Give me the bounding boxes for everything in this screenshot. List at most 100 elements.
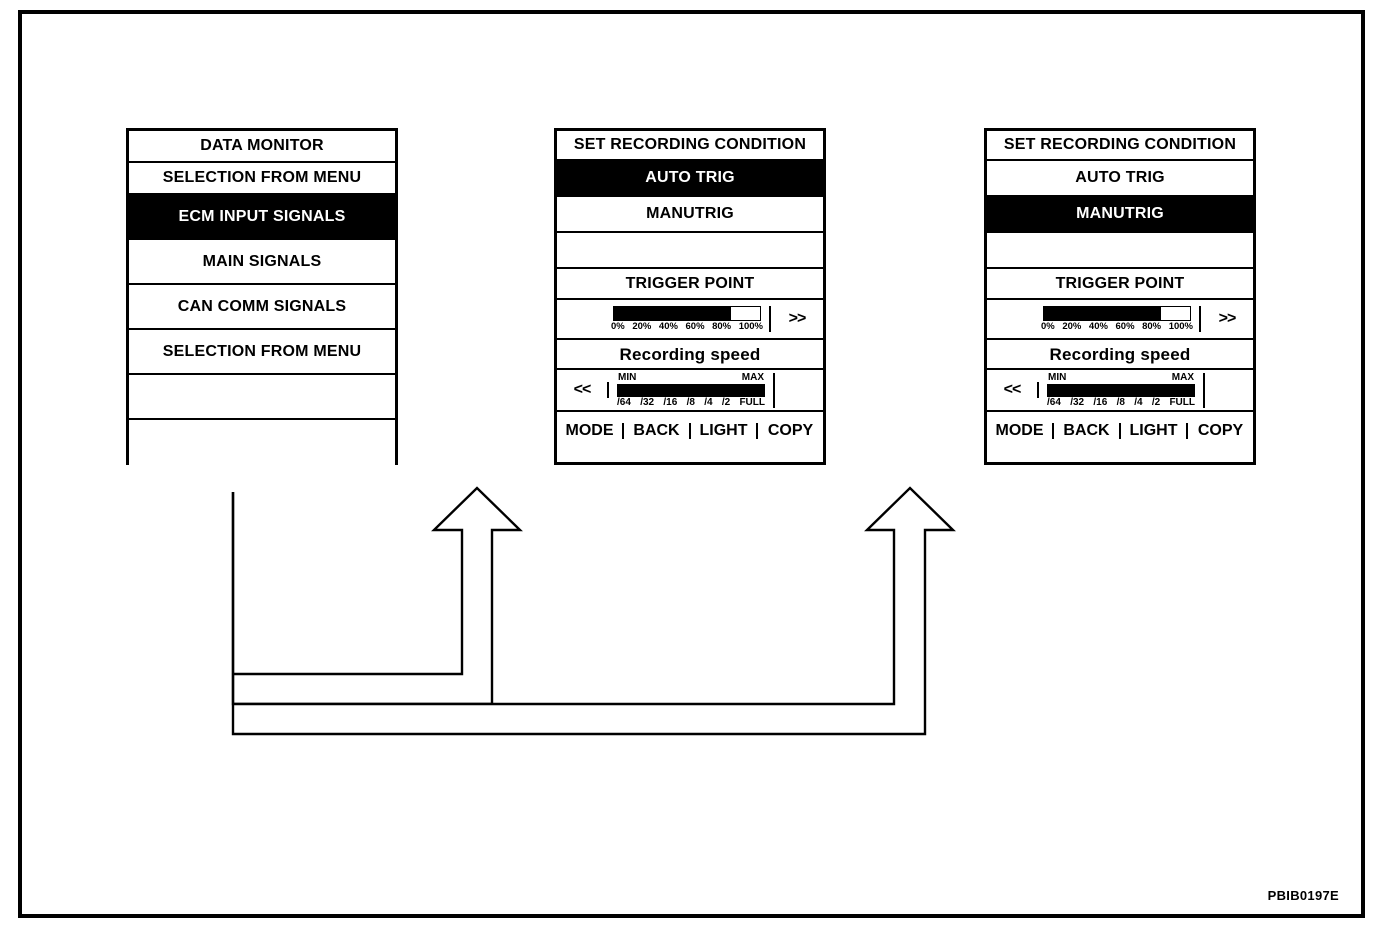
menu-row-data-monitor[interactable]: DATA MONITOR bbox=[129, 131, 395, 163]
menu-row-main-signals[interactable]: MAIN SIGNALS bbox=[129, 240, 395, 285]
trigger-point-label: TRIGGER POINT bbox=[1055, 274, 1185, 292]
softkey-back[interactable]: BACK bbox=[1054, 421, 1121, 439]
softkey-copy[interactable]: COPY bbox=[758, 421, 823, 439]
next-page-button[interactable]: >> bbox=[1201, 311, 1253, 327]
option-label: MANUTRIG bbox=[646, 205, 734, 222]
trigger-point-track[interactable] bbox=[1043, 306, 1191, 322]
trigger-point-gauge-cell[interactable]: 0% 20% 40% 60% 80% 100% bbox=[1035, 306, 1201, 332]
recording-speed-row: << MIN MAX /64 /32 /16 /8 bbox=[987, 370, 1253, 412]
recording-speed-label: Recording speed bbox=[1049, 344, 1191, 364]
next-page-button[interactable]: >> bbox=[771, 311, 823, 327]
softkey-label: MODE bbox=[565, 421, 614, 439]
trigger-point-row: 0% 20% 40% 60% 80% 100% >> bbox=[557, 300, 823, 340]
tick-label: /64 bbox=[617, 396, 631, 408]
tick-label: /2 bbox=[1151, 396, 1161, 408]
menu-row-empty-1[interactable] bbox=[129, 375, 395, 420]
tick-label: /16 bbox=[663, 396, 678, 408]
trigger-point-heading: TRIGGER POINT bbox=[557, 269, 823, 300]
recording-speed-gauge-cell[interactable]: MIN MAX /64 /32 /16 /8 /4 /2 FULL bbox=[1039, 371, 1205, 408]
chevron-right-icon: >> bbox=[1218, 310, 1237, 327]
panel-data-monitor: DATA MONITOR SELECTION FROM MENU ECM INP… bbox=[126, 128, 398, 465]
panel-title-label: SET RECORDING CONDITION bbox=[1003, 136, 1237, 153]
trigger-point-gauge-cell[interactable]: 0% 20% 40% 60% 80% 100% bbox=[605, 306, 771, 332]
softkey-label: BACK bbox=[1063, 421, 1110, 439]
menu-row-can-comm-signals[interactable]: CAN COMM SIGNALS bbox=[129, 285, 395, 330]
panel-set-recording-condition-manu: SET RECORDING CONDITION AUTO TRIG MANUTR… bbox=[984, 128, 1256, 465]
tick-label: 60% bbox=[1115, 321, 1135, 333]
trigger-point-fill bbox=[1044, 307, 1161, 321]
trigger-point-track[interactable] bbox=[613, 306, 761, 322]
recording-speed-fill bbox=[617, 383, 765, 397]
tick-label: /8 bbox=[686, 396, 695, 408]
tick-label: FULL bbox=[739, 396, 765, 408]
option-auto-trig[interactable]: AUTO TRIG bbox=[987, 161, 1253, 197]
menu-row-ecm-input-signals[interactable]: ECM INPUT SIGNALS bbox=[129, 195, 395, 240]
softkey-label: COPY bbox=[767, 421, 814, 439]
chevron-right-icon: >> bbox=[788, 310, 807, 327]
tick-label: 0% bbox=[611, 321, 625, 333]
recording-speed-ticks: /64 /32 /16 /8 /4 /2 FULL bbox=[1045, 396, 1197, 408]
tick-label: 80% bbox=[712, 321, 732, 333]
trigger-point-heading: TRIGGER POINT bbox=[987, 269, 1253, 300]
softkey-label: LIGHT bbox=[699, 421, 748, 439]
menu-row-label: SELECTION FROM MENU bbox=[162, 342, 362, 360]
option-label: MANUTRIG bbox=[1076, 205, 1164, 222]
trigger-point-gauge: 0% 20% 40% 60% 80% 100% bbox=[605, 306, 769, 332]
option-empty[interactable] bbox=[557, 233, 823, 269]
option-label: AUTO TRIG bbox=[645, 169, 735, 186]
option-manu-trig[interactable]: MANUTRIG bbox=[987, 197, 1253, 233]
recording-speed-gauge: MIN MAX /64 /32 /16 /8 /4 /2 FULL bbox=[609, 371, 773, 408]
recording-speed-minmax: MIN MAX bbox=[615, 371, 767, 384]
option-auto-trig[interactable]: AUTO TRIG bbox=[557, 161, 823, 197]
softkey-back[interactable]: BACK bbox=[624, 421, 691, 439]
menu-row-label: MAIN SIGNALS bbox=[202, 252, 322, 270]
min-label: MIN bbox=[1048, 371, 1067, 383]
trigger-point-gauge: 0% 20% 40% 60% 80% 100% bbox=[1035, 306, 1199, 332]
option-empty[interactable] bbox=[987, 233, 1253, 269]
softkey-row: MODE BACK LIGHT COPY bbox=[987, 412, 1253, 449]
panel-title: SET RECORDING CONDITION bbox=[557, 131, 823, 161]
tick-label: 0% bbox=[1041, 321, 1055, 333]
menu-row-selection-from-menu-1[interactable]: SELECTION FROM MENU bbox=[129, 163, 395, 195]
figure-id-label: PBIB0197E bbox=[1267, 888, 1339, 903]
tick-label: /64 bbox=[1047, 396, 1061, 408]
recording-speed-fill bbox=[1047, 383, 1195, 397]
softkey-copy[interactable]: COPY bbox=[1188, 422, 1253, 439]
recording-speed-gauge: MIN MAX /64 /32 /16 /8 /4 /2 FULL bbox=[1039, 371, 1203, 408]
panel-title: SET RECORDING CONDITION bbox=[987, 131, 1253, 161]
trigger-point-ticks: 0% 20% 40% 60% 80% 100% bbox=[611, 322, 763, 332]
recording-speed-track[interactable] bbox=[617, 383, 765, 397]
tick-label: /8 bbox=[1116, 396, 1125, 408]
menu-row-selection-from-menu-2[interactable]: SELECTION FROM MENU bbox=[129, 330, 395, 375]
softkey-mode[interactable]: MODE bbox=[557, 421, 624, 439]
tick-label: 40% bbox=[1088, 321, 1108, 333]
recording-speed-track[interactable] bbox=[1047, 383, 1195, 397]
softkey-light[interactable]: LIGHT bbox=[1121, 421, 1188, 439]
softkey-mode[interactable]: MODE bbox=[987, 421, 1054, 439]
tick-label: 40% bbox=[658, 321, 678, 333]
figure-frame: DATA MONITOR SELECTION FROM MENU ECM INP… bbox=[18, 10, 1365, 918]
softkey-label: LIGHT bbox=[1129, 421, 1178, 439]
tick-label: 20% bbox=[632, 321, 652, 333]
tick-label: /16 bbox=[1093, 396, 1108, 408]
recording-speed-gauge-cell[interactable]: MIN MAX /64 /32 /16 /8 /4 /2 FULL bbox=[609, 371, 775, 408]
connector-arrow-to-manutrig bbox=[231, 486, 956, 736]
tick-label: 60% bbox=[685, 321, 705, 333]
prev-page-button[interactable]: << bbox=[557, 382, 609, 398]
min-label: MIN bbox=[618, 371, 637, 383]
recording-speed-minmax: MIN MAX bbox=[1045, 371, 1197, 384]
prev-page-button[interactable]: << bbox=[987, 382, 1039, 398]
tick-label: /4 bbox=[1134, 396, 1143, 408]
tick-label: 20% bbox=[1062, 321, 1082, 333]
trigger-point-label: TRIGGER POINT bbox=[625, 274, 755, 292]
softkey-label: MODE bbox=[995, 421, 1044, 439]
softkey-row: MODE BACK LIGHT COPY bbox=[557, 412, 823, 449]
menu-row-empty-2[interactable] bbox=[129, 420, 395, 465]
chevron-left-icon: << bbox=[573, 381, 592, 398]
tick-label: 100% bbox=[738, 321, 763, 333]
softkey-light[interactable]: LIGHT bbox=[691, 421, 758, 439]
recording-speed-row: << MIN MAX /64 /32 /16 /8 bbox=[557, 370, 823, 412]
option-manu-trig[interactable]: MANUTRIG bbox=[557, 197, 823, 233]
softkey-label: BACK bbox=[633, 421, 680, 439]
menu-row-label: SELECTION FROM MENU bbox=[162, 169, 362, 186]
